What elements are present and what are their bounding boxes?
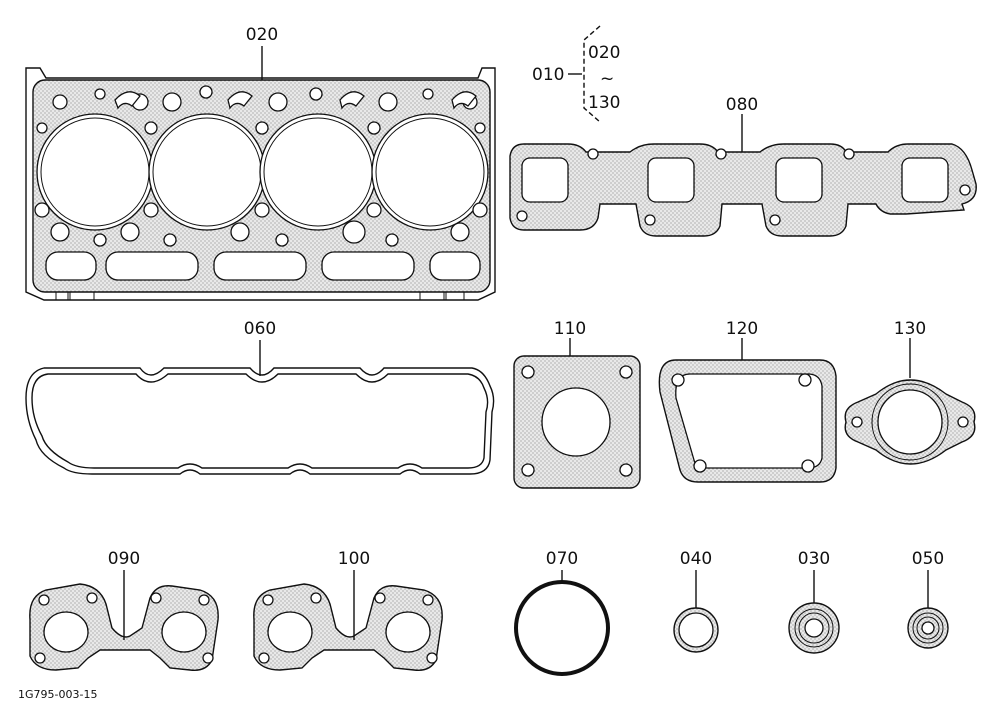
part-number-100: 100 [338,549,370,569]
cover-gasket-120 [658,338,837,483]
part-number-080: 080 [726,95,758,115]
part-number-030: 030 [798,549,830,569]
part-number-020: 020 [246,25,278,45]
part-number-090: 090 [108,549,140,569]
part-number-070: 070 [546,549,578,569]
part-number-010: 010 [532,65,564,85]
range-end-label: 130 [588,93,620,113]
manifold-gasket-100 [253,570,443,671]
seal-050 [907,570,949,649]
part-number-050: 050 [912,549,944,569]
seal-030 [788,570,840,654]
o-ring-070 [514,570,610,676]
part-number-120: 120 [726,319,758,339]
washer-040 [673,570,719,653]
range-start-label: 020 [588,43,620,63]
flange-gasket-110 [513,338,641,489]
manifold-gasket-090 [29,570,219,671]
part-number-130: 130 [894,319,926,339]
part-number-040: 040 [680,549,712,569]
cylinder-head-gasket-020 [25,46,496,301]
range-tilde: ~ [600,69,614,89]
part-number-060: 060 [244,319,276,339]
oval-gasket-130 [844,338,976,465]
drawing-code: 1G795-003-15 [18,688,97,701]
part-number-110: 110 [554,319,586,339]
manifold-gasket-080 [509,114,977,237]
rocker-cover-gasket-060 [25,340,495,475]
kit-range-note: 010 020 ~ 130 [532,25,620,123]
